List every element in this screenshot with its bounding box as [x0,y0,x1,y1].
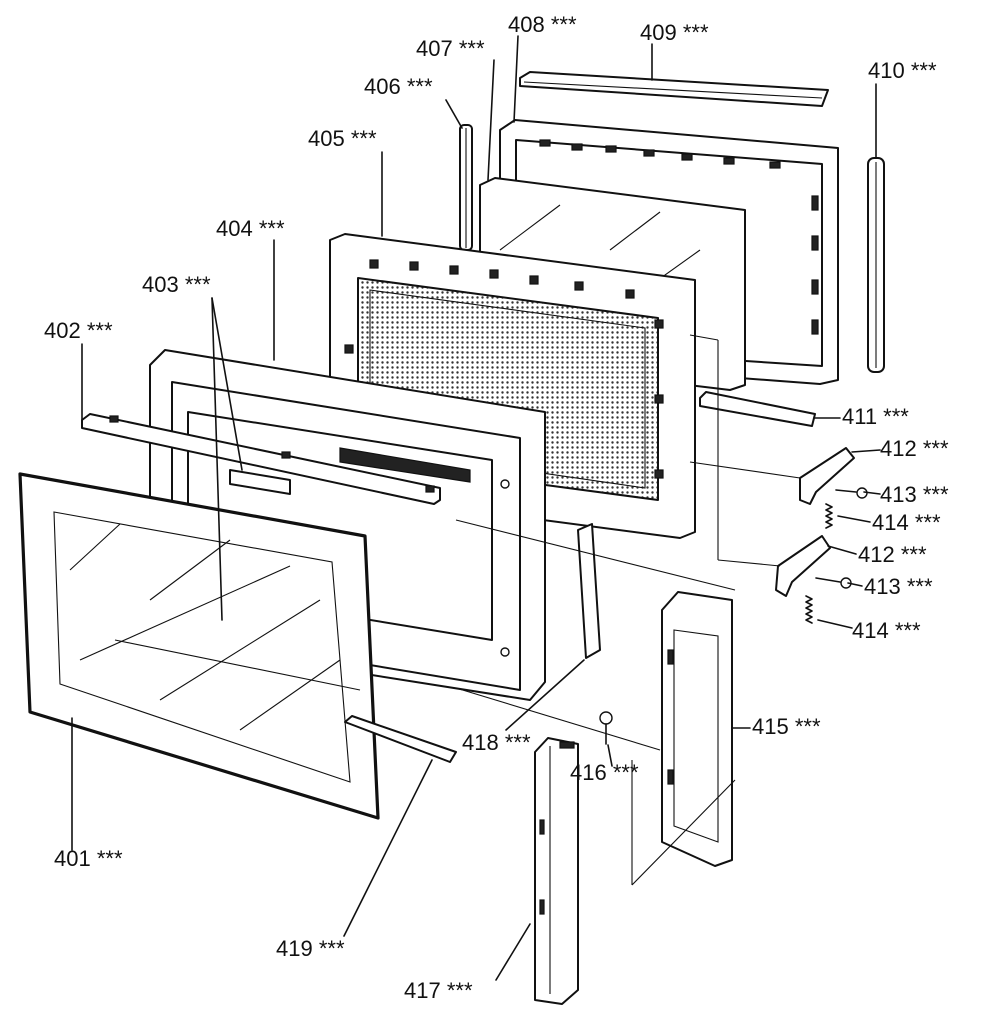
label-417: 417 *** [404,978,473,1003]
label-414-lower: 414 *** [852,618,921,643]
label-407: 407 *** [416,36,485,61]
label-413-upper: 413 *** [880,482,949,507]
label-414-upper: 414 *** [872,510,941,535]
part-411-bottom-trim [699,391,816,427]
part-413-pin-upper [835,487,868,499]
part-419-bottom-rail [344,715,457,763]
part-412-hinge-lower [775,535,831,597]
label-411: 411 *** [842,404,909,429]
label-405: 405 *** [308,126,377,151]
part-409-top-trim [519,71,829,107]
label-401: 401 *** [54,846,123,871]
label-412-lower: 412 *** [858,542,927,567]
label-406: 406 *** [364,74,433,99]
part-406-vertical-bar [459,124,473,251]
part-417-handle [534,737,579,1005]
label-410: 410 *** [868,58,937,83]
part-415-side-trim [661,591,733,867]
label-415: 415 *** [752,714,821,739]
label-418: 418 *** [462,730,531,755]
assembly-guide-lines [455,334,801,886]
label-404: 404 *** [216,216,285,241]
leader-lines [71,35,881,981]
part-402-handle-rail [81,413,441,505]
part-413-pin-lower [815,577,852,589]
label-403: 403 *** [142,272,211,297]
part-416-screw [599,711,613,745]
part-414-spring-lower [805,595,813,624]
label-412-upper: 412 *** [880,436,949,461]
label-409: 409 *** [640,20,709,45]
part-414-spring-upper [825,503,833,529]
label-408: 408 *** [508,12,577,37]
label-402: 402 *** [44,318,113,343]
part-401-outer-door [18,472,380,820]
label-416: 416 *** [570,760,639,785]
label-413-lower: 413 *** [864,574,933,599]
part-410-side-strip [867,157,885,373]
label-419: 419 *** [276,936,345,961]
part-412-hinge-upper [799,447,855,505]
part-418-side-strip [577,523,601,659]
